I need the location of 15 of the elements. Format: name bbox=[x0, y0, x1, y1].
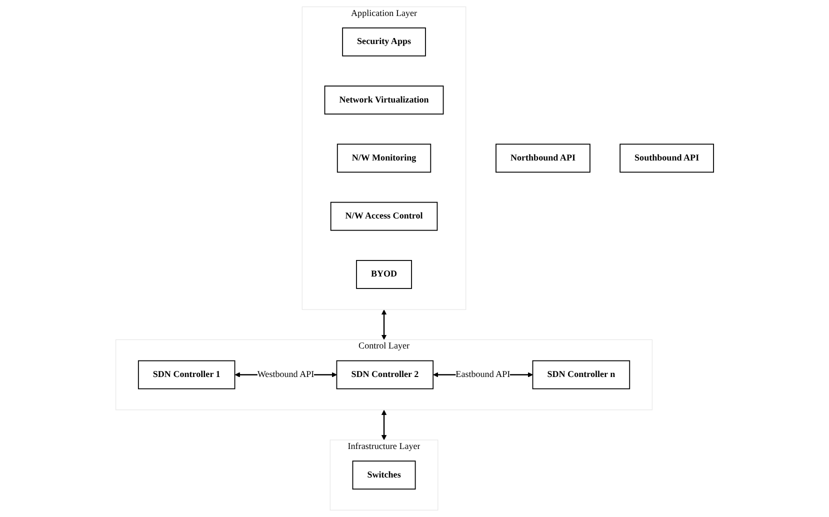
node-box: Security Apps bbox=[342, 27, 426, 56]
node-box: N/W Monitoring bbox=[336, 144, 431, 173]
edge-label: Westbound API bbox=[257, 370, 314, 380]
arrow bbox=[381, 410, 386, 440]
node-box: Northbound API bbox=[495, 144, 590, 173]
node-box: BYOD bbox=[356, 260, 412, 289]
node-box: Southbound API bbox=[619, 144, 714, 173]
node-box: Network Virtualization bbox=[324, 86, 444, 114]
node-box: SDN Controller 1 bbox=[138, 360, 236, 390]
edge-label: Eastbound API bbox=[455, 370, 510, 380]
node-box: SDN Controller 2 bbox=[336, 360, 434, 390]
node-box: N/W Access Control bbox=[330, 202, 438, 231]
arrow bbox=[381, 310, 386, 340]
node-box: SDN Controller n bbox=[532, 360, 630, 390]
node-box: Switches bbox=[352, 460, 416, 490]
